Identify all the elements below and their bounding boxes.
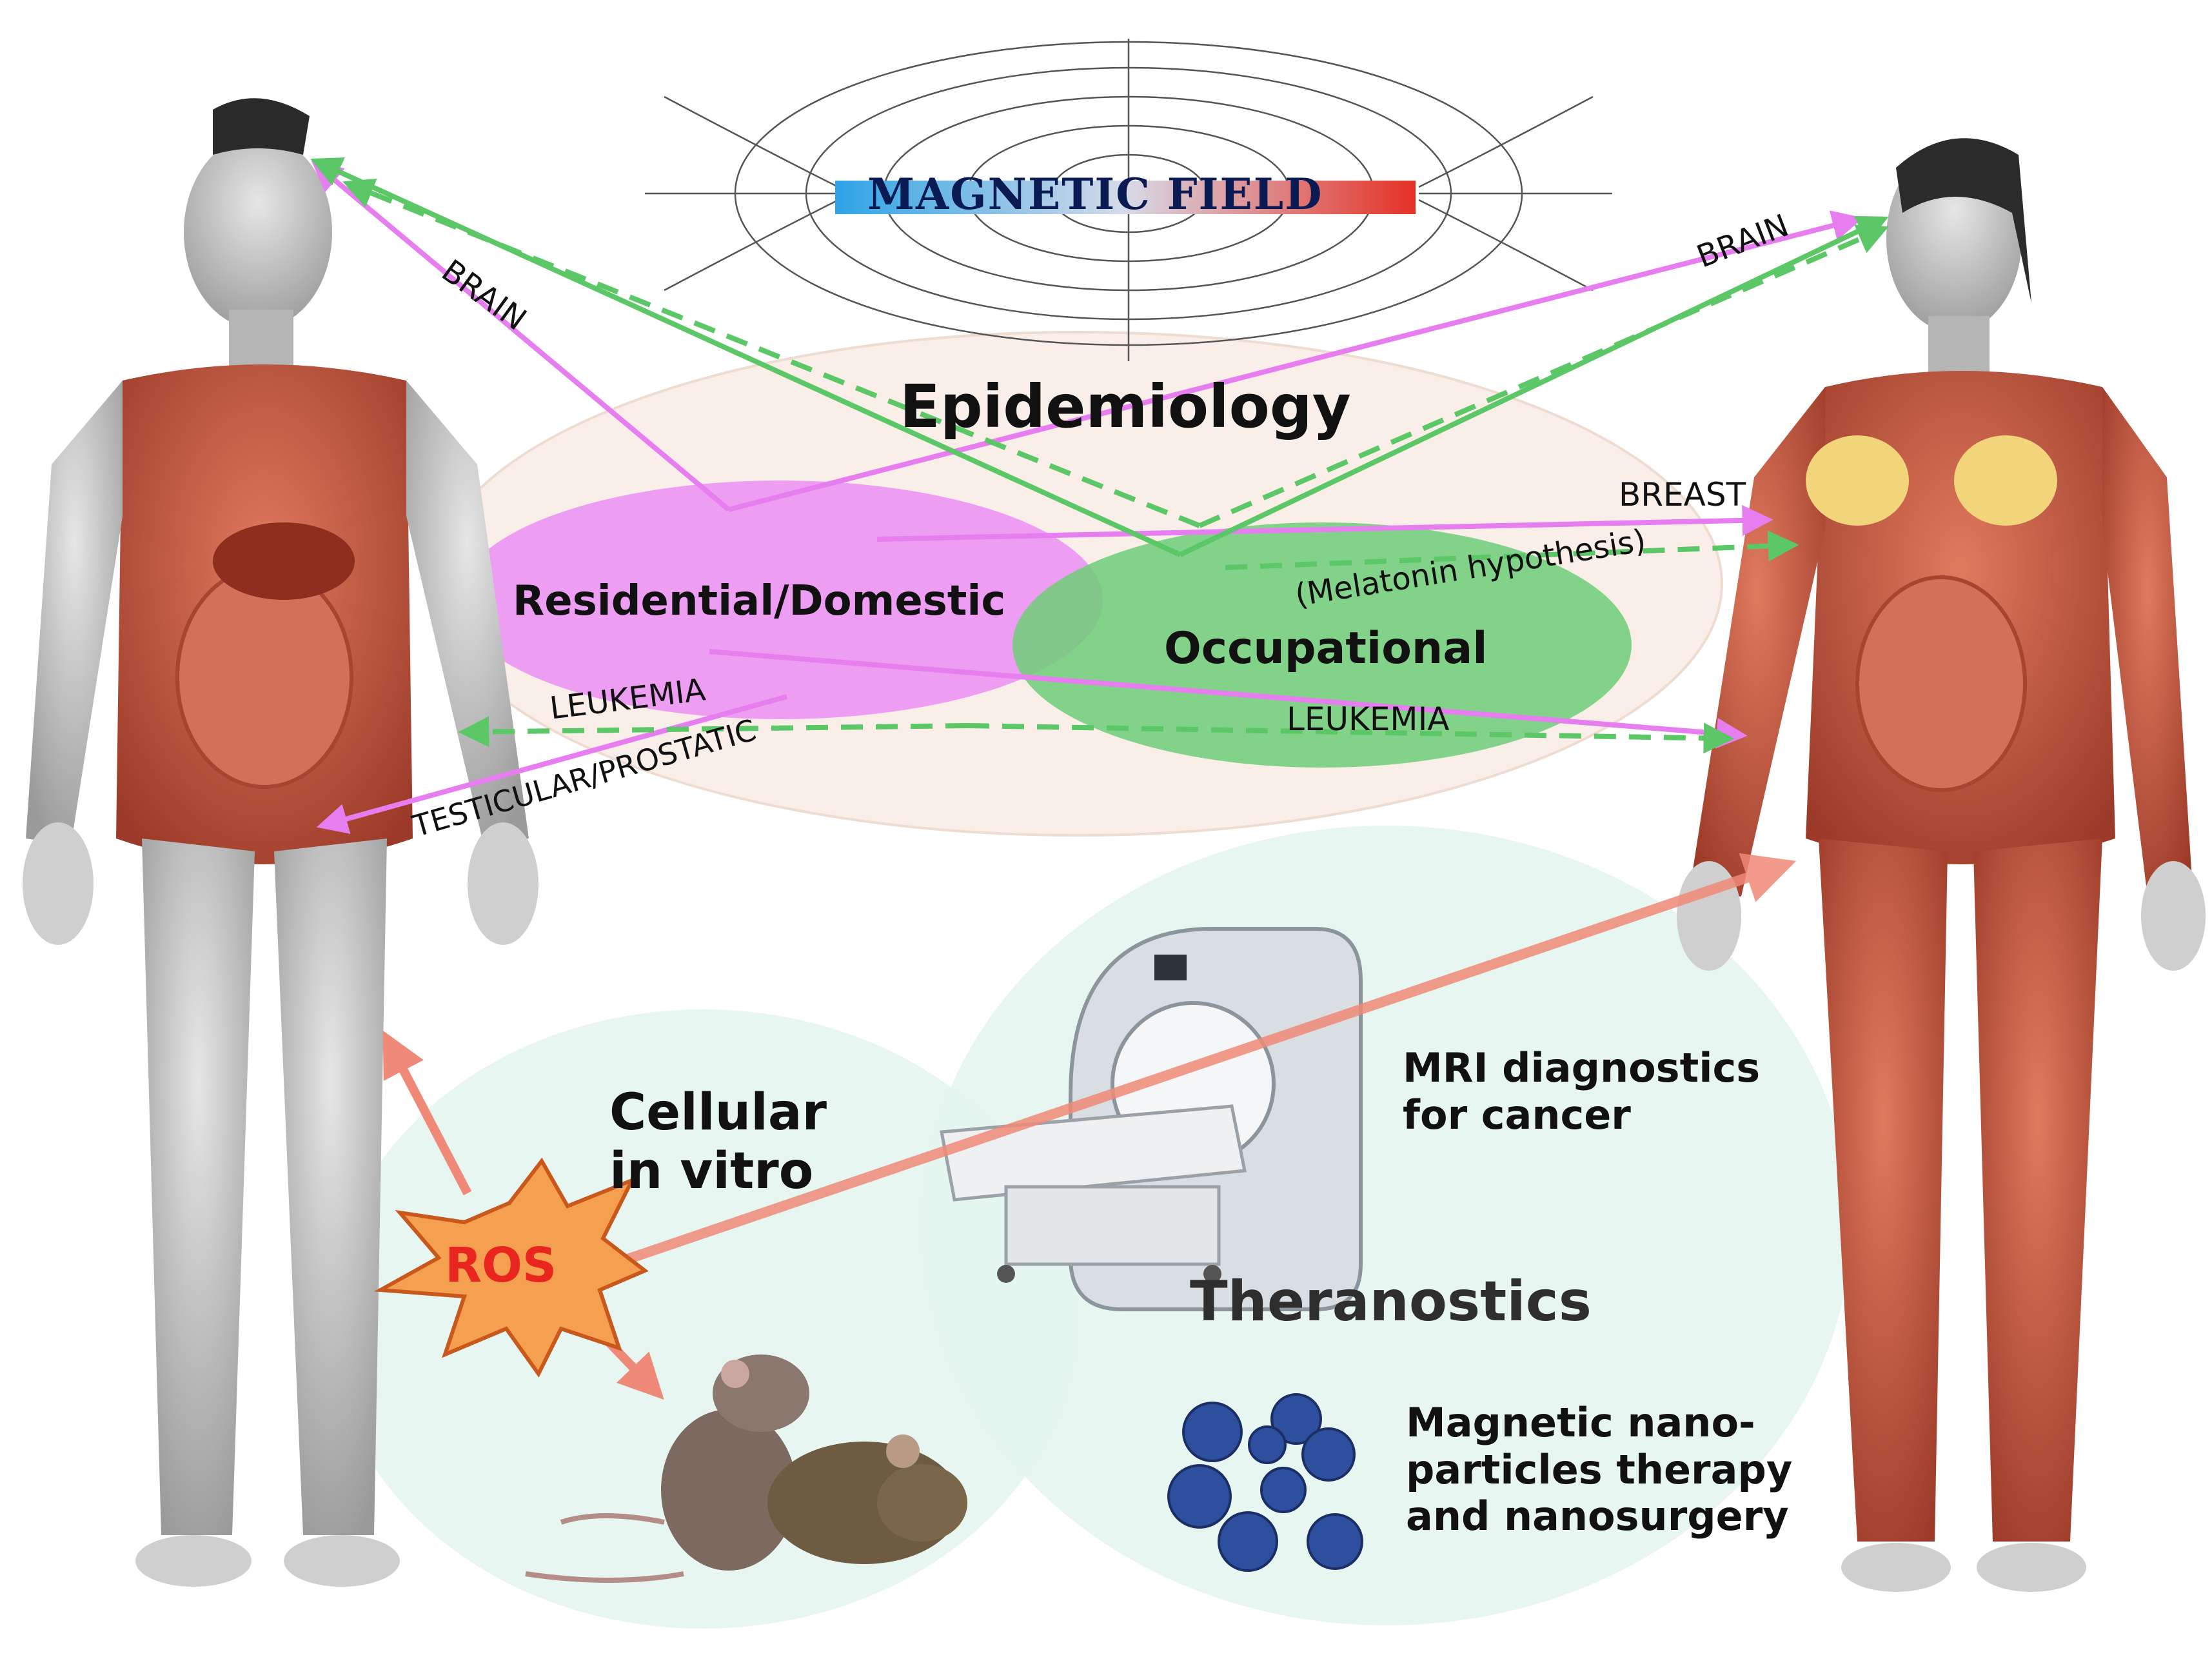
- occupational-label: Occupational: [1164, 623, 1488, 674]
- epidemiology-title: Epidemiology: [900, 372, 1351, 441]
- theranostics-label: Theranostics: [1190, 1269, 1592, 1334]
- mouse-icon: [767, 1434, 967, 1564]
- cellular-label: Cellular in vitro: [609, 1084, 827, 1201]
- bar-magnet-icon: [835, 181, 1416, 214]
- occupational-ellipse: [1012, 522, 1632, 768]
- occupational-arrows: [310, 157, 1889, 754]
- nanoparticle-cluster-icon: [1167, 1393, 1363, 1572]
- mri-scanner-icon: [940, 927, 1363, 1311]
- magnetic-field-label: MAGNETIC FIELD: [867, 169, 1323, 219]
- residential-label: Residential/Domestic: [513, 577, 1006, 625]
- breast-label: BREAST: [1619, 476, 1746, 513]
- leukemia-right-label: LEUKEMIA: [1287, 700, 1450, 738]
- residential-arrows: [311, 160, 1864, 834]
- nanoparticle-therapy-label: Magnetic nano- particles therapy and nan…: [1406, 1399, 1793, 1540]
- rat-icon: [525, 1354, 809, 1583]
- female-anatomy-figure: [1677, 138, 2206, 1592]
- male-anatomy-figure: [23, 98, 538, 1587]
- ros-label: ROS: [445, 1238, 557, 1293]
- mri-label: MRI diagnostics for cancer: [1403, 1044, 1761, 1138]
- ros-star-icon: [373, 1157, 649, 1378]
